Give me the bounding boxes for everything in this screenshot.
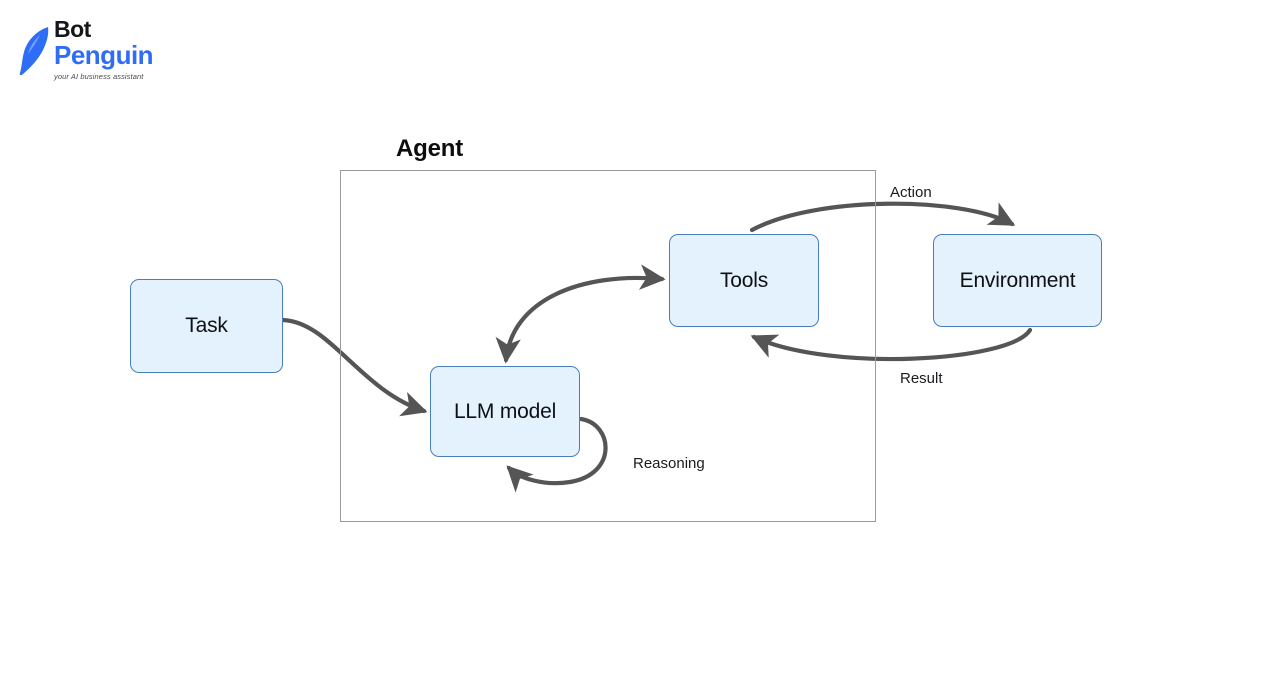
node-llm-model-label: LLM model [453, 399, 557, 423]
edge-label-reasoning: Reasoning [633, 455, 705, 472]
node-environment[interactable]: Environment [933, 234, 1102, 327]
edge-task-to-llm [280, 317, 428, 417]
logo-tagline: your AI business assistant [54, 72, 144, 81]
node-llm-model[interactable]: LLM model [430, 366, 580, 457]
edge-llm-tools [495, 264, 666, 364]
node-environment-label: Environment [959, 268, 1076, 292]
node-task[interactable]: Task [130, 279, 283, 373]
edge-llm-self-loop [506, 416, 608, 493]
edge-label-result: Result [900, 370, 943, 387]
botpenguin-logo: Bot Penguin your AI business assistant [18, 18, 188, 84]
node-tools[interactable]: Tools [669, 234, 819, 327]
agent-boundary-box [340, 170, 876, 522]
logo-text-bot: Bot [54, 16, 91, 42]
node-tools-label: Tools [719, 268, 769, 292]
edge-tools-to-environment [749, 201, 1016, 233]
logo-text-penguin: Penguin [54, 40, 154, 70]
edge-label-action: Action [890, 184, 932, 201]
node-task-label: Task [185, 314, 228, 337]
edge-environment-to-tools [750, 327, 1033, 362]
penguin-icon [19, 27, 49, 76]
agent-label: Agent [396, 135, 463, 162]
